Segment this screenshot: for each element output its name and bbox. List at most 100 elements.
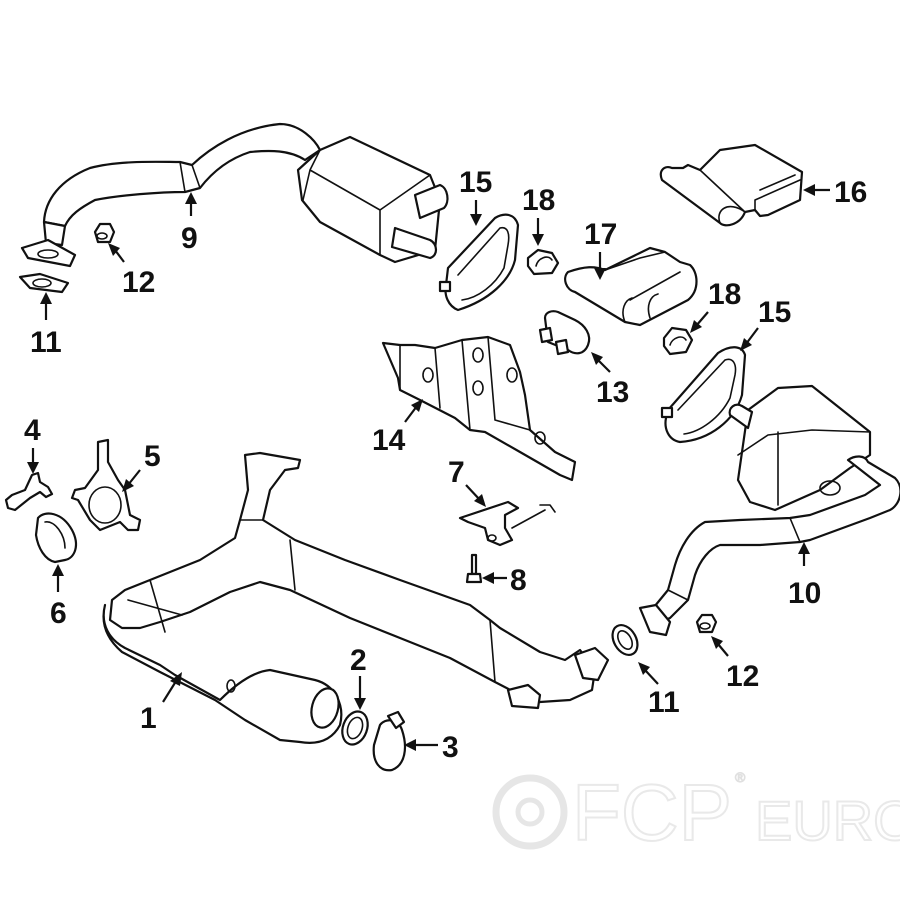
callout-18-right[interactable]: 18: [690, 278, 741, 333]
arrowhead-8: [482, 572, 494, 584]
callout-label-11-left: 11: [30, 326, 62, 359]
gasket-11-right-inner: [616, 630, 634, 650]
callout-12-left[interactable]: 12: [108, 243, 155, 299]
part-17-tail-pipe-tip-left[interactable]: [564, 246, 698, 327]
arrowhead-11-left: [40, 292, 52, 304]
arrowhead-9: [185, 192, 197, 204]
callout-12-right[interactable]: 12: [711, 636, 759, 693]
callout-10[interactable]: 10: [788, 542, 821, 610]
callout-label-15-right: 15: [758, 296, 791, 329]
part-16-tail-pipe-tip-right[interactable]: [659, 143, 804, 227]
nut-12-right-hole: [699, 622, 711, 630]
callout-label-12-left: 12: [122, 266, 155, 299]
watermark-logo-dot: [515, 797, 545, 827]
part-9-left-muffler-pipe[interactable]: [20, 122, 449, 268]
callout-label-18-left: 18: [522, 184, 555, 217]
part-15-tip-bezel-left[interactable]: [438, 213, 520, 312]
cat-sensor-port: [226, 679, 236, 693]
callout-13[interactable]: 13: [591, 352, 629, 409]
callout-label-13: 13: [596, 376, 629, 409]
bolt-8-shank: [470, 553, 478, 576]
bracket-4-shape: [4, 471, 54, 512]
clamp-6-inner: [44, 521, 66, 549]
callout-label-3: 3: [442, 731, 459, 764]
part-8-bolt[interactable]: [465, 553, 483, 584]
callout-18-left[interactable]: 18: [522, 184, 555, 246]
callout-7[interactable]: 7: [448, 456, 486, 507]
callout-15-left[interactable]: 15: [459, 166, 492, 226]
muffler-left-edges: [302, 149, 431, 256]
callout-label-16: 16: [834, 176, 867, 209]
bezel-15-left-inner: [457, 226, 510, 301]
bezel-15-left-tab: [438, 280, 452, 293]
bracket-14-hole-5: [534, 431, 546, 445]
insulator-13-tab-2: [554, 338, 570, 356]
watermark-suffix: EURO: [755, 789, 900, 852]
callout-label-6: 6: [50, 597, 67, 630]
hanger-7-rod: [511, 504, 556, 529]
callout-5[interactable]: 5: [122, 440, 161, 492]
part-6-clamp-ring[interactable]: [34, 512, 78, 564]
arrowhead-10: [798, 542, 810, 554]
part-15-tip-bezel-right[interactable]: [660, 346, 747, 444]
callout-1[interactable]: 1: [140, 672, 182, 735]
callout-17[interactable]: 17: [584, 218, 617, 280]
bezel-15-right-outer: [664, 346, 747, 444]
arrowhead-12-right: [711, 636, 723, 649]
tip-16-body: [659, 143, 804, 227]
part-1-front-pipe[interactable]: [102, 451, 610, 744]
part-7-hanger-bracket[interactable]: [458, 500, 556, 547]
callout-2[interactable]: 2: [350, 644, 367, 710]
grommet-18-right-body: [662, 326, 694, 356]
arrowhead-15-left: [470, 214, 482, 226]
part-5-ring-bracket[interactable]: [70, 438, 142, 532]
bracket-14-body: [381, 335, 577, 482]
callout-6[interactable]: 6: [50, 564, 67, 630]
arrowhead-17: [594, 268, 606, 280]
callout-4[interactable]: 4: [24, 414, 41, 474]
gasket-11-left-shape: [18, 272, 70, 294]
part-10-right-muffler-pipe[interactable]: [638, 384, 900, 637]
callout-3[interactable]: 3: [404, 731, 459, 764]
gasket-11-right-outer: [611, 623, 639, 657]
part-12-nut-left[interactable]: [93, 222, 116, 244]
arrowhead-4: [27, 462, 39, 474]
callout-15-right[interactable]: 15: [740, 296, 791, 351]
leader-15-right: [745, 327, 759, 345]
grommet-18-left-inner: [535, 256, 553, 267]
part-3-clamp[interactable]: [372, 710, 407, 772]
part-12-nut-right[interactable]: [695, 613, 718, 634]
arrowhead-18-right: [690, 320, 702, 333]
callout-8[interactable]: 8: [482, 564, 527, 597]
watermark-registered-mark: ®: [735, 769, 746, 785]
part-4-bracket[interactable]: [4, 471, 54, 512]
hanger-7-hole: [487, 534, 497, 542]
part-11-gasket-right[interactable]: [607, 621, 642, 660]
callout-label-18-right: 18: [708, 278, 741, 311]
callout-label-7: 7: [448, 456, 465, 489]
part-18-grommet-right[interactable]: [662, 326, 694, 356]
callout-11-left[interactable]: 11: [30, 292, 62, 359]
part-2-gasket-ring[interactable]: [338, 708, 372, 748]
pipe-9-flange-hole: [37, 249, 59, 259]
callout-9[interactable]: 9: [181, 192, 198, 255]
bracket-14-folds: [399, 336, 531, 431]
part-18-grommet-left[interactable]: [526, 248, 560, 276]
callout-11-right[interactable]: 11: [638, 662, 680, 719]
bezel-15-right-inner: [677, 358, 737, 435]
leader-7: [465, 484, 481, 501]
muffler-right-inlet: [728, 403, 754, 430]
pipe-10-body: [648, 455, 900, 624]
part-13-insulator-hanger[interactable]: [538, 310, 591, 356]
part-11-gasket-left[interactable]: [18, 272, 70, 294]
clamp-6-outer: [34, 512, 78, 564]
clamp-3-band: [372, 719, 407, 772]
callout-16[interactable]: 16: [803, 176, 867, 209]
arrowhead-11-right: [638, 662, 650, 675]
part-14-center-bracket[interactable]: [381, 335, 577, 482]
callout-14[interactable]: 14: [372, 399, 423, 457]
arrowhead-13: [591, 352, 603, 365]
callout-label-8: 8: [510, 564, 527, 597]
arrowhead-1: [170, 672, 182, 686]
leader-14: [404, 405, 418, 423]
